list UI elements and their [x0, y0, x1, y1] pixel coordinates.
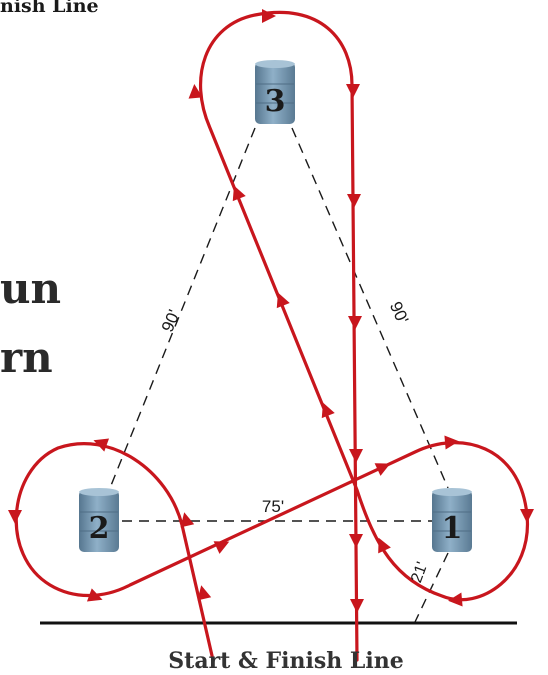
title-line-2-fragment: rn: [0, 333, 53, 382]
arrow-right-icon: [374, 463, 391, 476]
top-cropped-label: nish Line: [0, 0, 99, 17]
arrow-down-icon: [349, 449, 363, 463]
guide-line-left: [109, 127, 256, 489]
start-finish-label: Start & Finish Line: [168, 648, 403, 674]
arrow-down-icon: [349, 534, 363, 548]
arrow-up-icon: [188, 84, 203, 99]
arrow-up-icon: [321, 402, 335, 419]
arrow-down-icon: [346, 84, 360, 98]
left-distance-label: 90': [158, 307, 184, 335]
barrel-icon: [79, 488, 119, 552]
arrow-up-icon: [378, 537, 391, 554]
barrel-1: 1: [432, 488, 472, 552]
barrel-icon: [432, 488, 472, 552]
guide-lines: [109, 127, 449, 623]
arrow-up-icon: [180, 512, 195, 528]
guide-line-start: [414, 552, 449, 623]
arrow-down-icon: [347, 194, 361, 208]
arrow-down-icon: [8, 510, 22, 524]
barrel-3: 3: [255, 60, 295, 124]
base-distance-label: 75': [262, 497, 284, 516]
arrow-up-icon: [232, 185, 246, 202]
guide-line-right: [291, 127, 449, 489]
arrow-down-icon: [520, 509, 534, 523]
arrow-right-icon: [262, 9, 276, 23]
right-distance-label: 90': [386, 299, 412, 327]
arrow-down-icon: [350, 599, 364, 613]
arrow-left-icon: [93, 438, 110, 452]
barrel-2: 2: [79, 488, 119, 552]
direction-arrows: [8, 9, 534, 613]
barrel-1-number: 1: [442, 511, 463, 546]
arrow-up-icon: [276, 292, 290, 309]
arrow-up-icon: [197, 585, 212, 601]
barrel-3-number: 3: [265, 84, 286, 119]
barrel-2-number: 2: [89, 511, 110, 546]
title-line-1-fragment: un: [0, 264, 61, 313]
arrow-right-icon: [444, 435, 459, 450]
barrel-icon: [255, 60, 295, 124]
arrow-right-icon: [213, 541, 230, 554]
arrow-down-icon: [348, 316, 362, 330]
start-gap-label: 21': [408, 560, 431, 585]
arrow-right-icon: [86, 588, 103, 602]
arrow-left-icon: [448, 592, 463, 607]
